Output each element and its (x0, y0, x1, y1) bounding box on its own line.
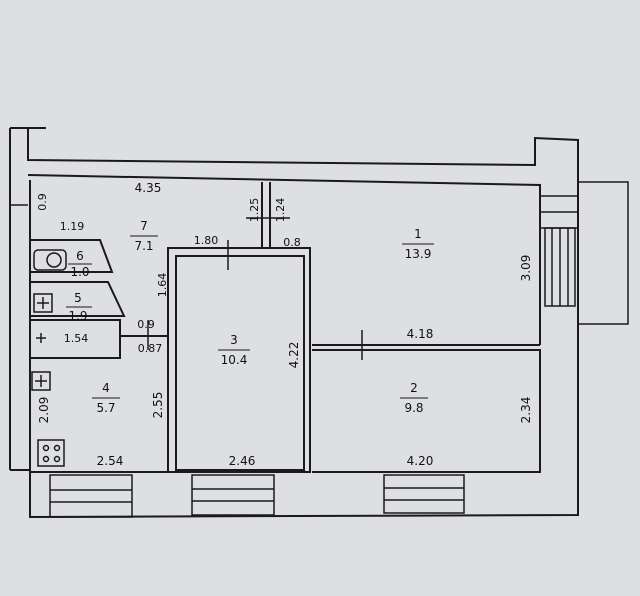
dim-0.8: 0.8 (283, 236, 301, 249)
room-6-area: 1.0 (70, 265, 89, 279)
dim-2.55: 2.55 (151, 392, 165, 419)
dim-4.18: 4.18 (407, 327, 434, 341)
dim-4.20: 4.20 (407, 454, 434, 468)
dim-2.34: 2.34 (519, 397, 533, 424)
dim-0.9-vertical: 0.9 (36, 193, 49, 211)
dim-0.87: 0.87 (138, 342, 163, 355)
room-3-area: 10.4 (221, 353, 248, 367)
dim-2.09: 2.09 (37, 397, 51, 424)
dim-1.80: 1.80 (194, 234, 219, 247)
dim-0.9: 0.9 (137, 318, 155, 331)
door-marks (10, 204, 363, 360)
stove-icon (37, 439, 65, 467)
room-1-number: 1 (414, 227, 422, 241)
bathtub-icon (36, 333, 46, 343)
room-5-number: 5 (74, 291, 82, 305)
dim-2.54: 2.54 (97, 454, 124, 468)
sink-icon (33, 293, 53, 313)
dim-4.35: 4.35 (135, 181, 162, 195)
dim-1.64: 1.64 (156, 273, 169, 298)
dim-1.25: 1.25 (248, 198, 261, 223)
balcony (540, 181, 629, 325)
room-labels: 1 13.9 2 9.8 3 10.4 4 5.7 5 1.9 6 1.0 7 … (66, 219, 434, 415)
room-2-area: 9.8 (404, 401, 423, 415)
kitchen-sink-icon (31, 371, 51, 391)
dim-1.54: 1.54 (64, 332, 89, 345)
dim-3.09: 3.09 (519, 255, 533, 282)
dimension-labels: 4.35 0.9 1.19 1.80 0.8 1.25 1.24 1.64 0.… (36, 181, 533, 468)
dim-4.22: 4.22 (287, 342, 301, 369)
room-3-number: 3 (230, 333, 238, 347)
dim-2.46: 2.46 (229, 454, 256, 468)
room-6-number: 6 (76, 249, 84, 263)
room-1-area: 13.9 (405, 247, 432, 261)
dim-1.24: 1.24 (274, 198, 287, 223)
room-2-number: 2 (410, 381, 418, 395)
room-7-area: 7.1 (134, 239, 153, 253)
dim-1.19: 1.19 (60, 220, 85, 233)
windows (49, 474, 465, 518)
partitions (30, 182, 541, 473)
room-7-number: 7 (140, 219, 148, 233)
room-5-area: 1.9 (68, 309, 87, 323)
room-4-area: 5.7 (96, 401, 115, 415)
room-4-number: 4 (102, 381, 110, 395)
toilet-icon (33, 249, 67, 271)
